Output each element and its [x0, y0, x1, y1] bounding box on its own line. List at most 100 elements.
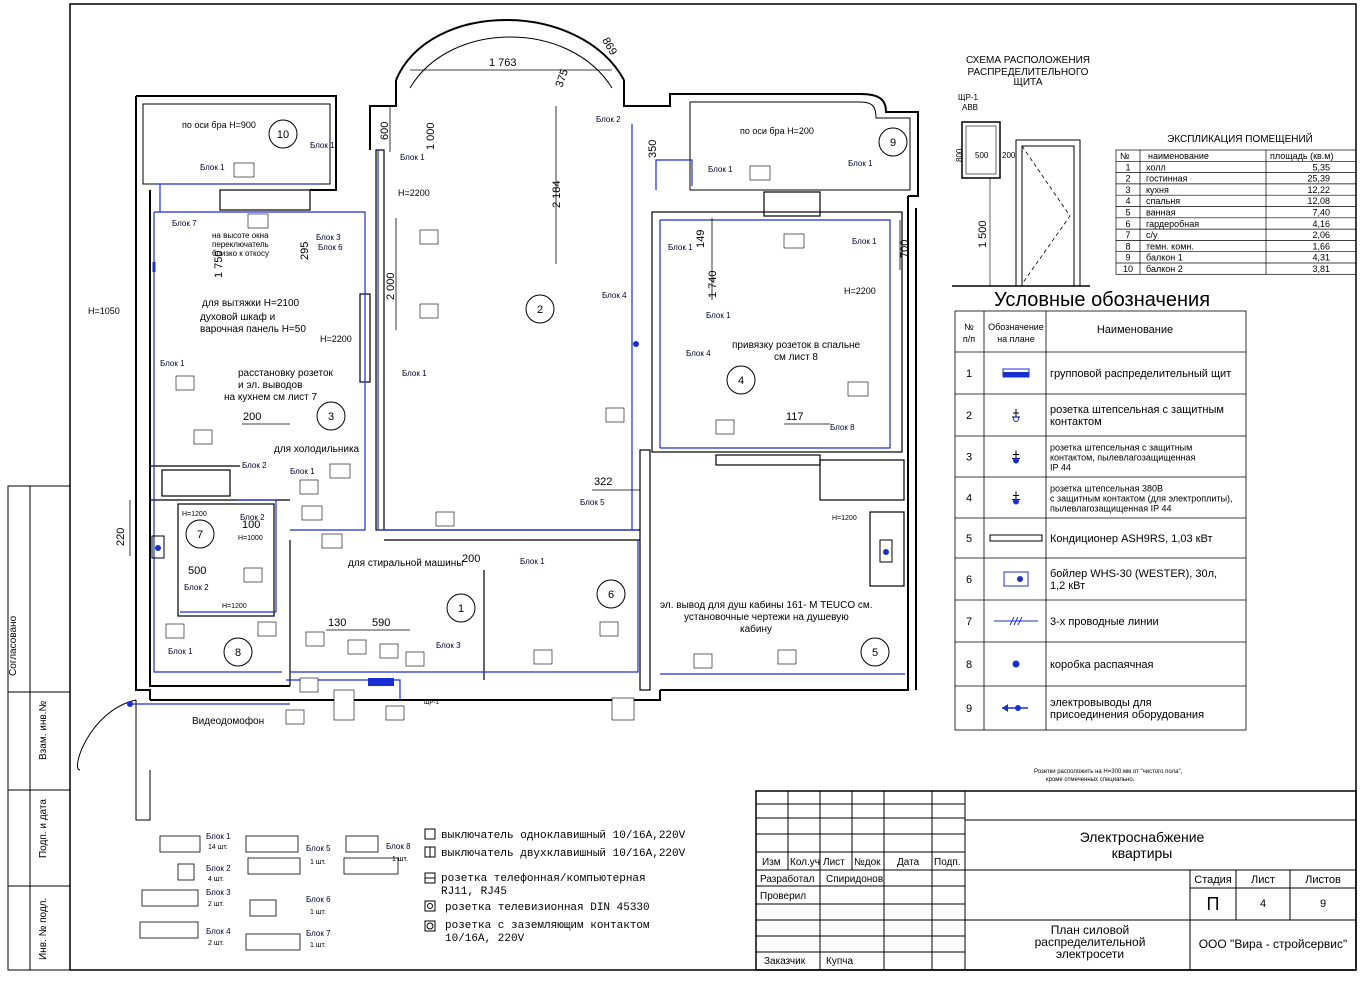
- dim-text: 600: [379, 122, 391, 140]
- title-block: Изм Кол.уч Лист №док Дата Подп. Разработ…: [755, 790, 1357, 971]
- scheme-dim: 500: [975, 151, 989, 160]
- dim-text: 1 763: [489, 57, 517, 69]
- explication-cell-name: гардеробная: [1146, 219, 1199, 229]
- explication-header: площадь (кв.м): [1270, 151, 1333, 161]
- block-tag: Блок 3: [316, 233, 341, 242]
- explication-header: наименование: [1148, 151, 1209, 161]
- legend-row-text: розетка штепсельная 380В: [1050, 484, 1163, 494]
- explication-cell-name: с/у: [1146, 230, 1158, 240]
- plan-note: расстановку розеток: [238, 368, 334, 379]
- height-note: по оси бра Н=200: [740, 126, 814, 136]
- explication-cell-area: 12,22: [1307, 185, 1330, 195]
- socket-ip44-icon: [1012, 450, 1020, 464]
- plan-note: на высоте окна: [212, 231, 269, 240]
- block-legend-label: Блок 1: [206, 832, 231, 841]
- block-legend-qty: 1 шт.: [310, 859, 326, 866]
- block-legend-qty: 1 шт.: [392, 856, 408, 863]
- explication-cell-name: кухня: [1146, 185, 1169, 195]
- panel-outline: [961, 121, 1001, 179]
- height-note: Н=2200: [320, 334, 352, 344]
- legend-row-text: бойлер WHS-30 (WESTER), 30л,: [1050, 568, 1217, 580]
- block-legend-qty: 4 шт.: [208, 876, 224, 883]
- sheet-value: 4: [1260, 898, 1266, 910]
- dim-text: 1 000: [425, 122, 437, 150]
- sheets-label: Листов: [1305, 874, 1341, 886]
- distribution-board-marker: [368, 678, 394, 686]
- tb-col-header: №док: [854, 857, 881, 868]
- floor-plan: 1 2 3 4 5 6 7 8 9 10 1 763 869 375 600 1…: [77, 19, 919, 821]
- grounded-socket-icon: [424, 920, 436, 932]
- height-note: Н=1050: [88, 306, 120, 316]
- legend-row-text: присоединения оборудования: [1050, 709, 1204, 721]
- tb-role: Заказчик: [764, 956, 806, 967]
- tb-col-header: Лист: [823, 857, 845, 868]
- dim-text: 322: [594, 476, 612, 488]
- dim-text: 200: [462, 553, 480, 565]
- air-conditioner-icon: [989, 534, 1043, 542]
- block-tag: Блок 2: [596, 115, 621, 124]
- legend-header: Наименование: [1097, 324, 1173, 336]
- height-note: Н=1200: [222, 603, 247, 610]
- side-stamp: Согласовано Взам. инв.№ Подп. и дата Инв…: [7, 485, 71, 971]
- dim-text: 2 184: [551, 180, 563, 208]
- junction-box-marker: [633, 341, 639, 347]
- explication-cell-number: 6: [1125, 219, 1130, 229]
- legend-row-text: Кондиционер ASH9RS, 1,03 кВт: [1050, 533, 1213, 545]
- explication-cell-area: 25,39: [1307, 174, 1330, 184]
- explication-cell-name: балкон 2: [1146, 264, 1183, 274]
- sheet-title-2: распределительной: [1035, 935, 1146, 949]
- boiler-icon: [151, 535, 165, 559]
- junction-box-icon: [1012, 660, 1020, 668]
- block-tag: Блок 4: [686, 349, 711, 358]
- tb-role: Разработал: [760, 873, 815, 885]
- plan-note: на кухнем см лист 7: [224, 392, 318, 403]
- dim-text: 220: [115, 528, 127, 546]
- stage-value: П: [1207, 894, 1220, 914]
- distribution-scheme: СХЕМА РАСПОЛОЖЕНИЯ РАСПРЕДЕЛИТЕЛЬНОГО ЩИ…: [952, 55, 1090, 287]
- room-3-label: 3: [316, 401, 346, 431]
- svg-text:10: 10: [277, 129, 289, 141]
- block-tag: Блок 2: [240, 513, 265, 522]
- block-tag: Блок 1: [402, 369, 427, 378]
- dim-text: 149: [695, 230, 707, 248]
- svg-text:Розетки расположить на Н=300 м: Розетки расположить на Н=300 мм от "чист…: [1034, 769, 1183, 775]
- height-note: Н=1200: [182, 511, 207, 518]
- legend-row-text: 3-х проводные линии: [1050, 616, 1159, 628]
- block-legend-label: Блок 7: [306, 929, 331, 938]
- legend-row-number: 9: [966, 703, 972, 715]
- company-name: ООО "Вира - стройсервис": [1199, 937, 1348, 951]
- dim-text: 100: [242, 519, 260, 531]
- scheme-title-2: РАСПРЕДЕЛИТЕЛЬНОГО: [968, 67, 1089, 78]
- explication-cell-area: 1,66: [1312, 241, 1330, 251]
- block-tag: Блок 1: [706, 311, 731, 320]
- dim-text: 2 000: [385, 272, 397, 300]
- dim-text: 1 740: [707, 270, 719, 298]
- room-7-label: 7: [185, 519, 215, 549]
- equipment-symbols: [151, 262, 893, 563]
- svg-text:1: 1: [458, 603, 464, 615]
- svg-text:9: 9: [890, 137, 896, 149]
- legend-header: Обозначение: [988, 322, 1044, 332]
- explication-cell-area: 12,08: [1307, 196, 1330, 206]
- tb-col-header: Дата: [897, 857, 920, 868]
- room-10-label: 10: [268, 119, 298, 149]
- switch-legend-text: 10/16А, 220V: [445, 933, 525, 945]
- block-tag: Блок 1: [200, 163, 225, 172]
- dim-text: 700: [899, 240, 911, 258]
- project-title-1: Электроснабжение: [1080, 829, 1205, 845]
- block-tag: Блок 1: [160, 359, 185, 368]
- block-legend-label: Блок 4: [206, 927, 231, 936]
- plan-note: переключатель: [212, 240, 269, 249]
- single-switch-icon: [424, 828, 436, 840]
- legend-row-number: 7: [966, 616, 972, 628]
- legend-row-text: контактом: [1050, 416, 1102, 428]
- socket-380v-icon: [1012, 491, 1020, 505]
- explication-cell-number: 5: [1125, 208, 1130, 218]
- plan-note: и эл. выводов: [238, 380, 302, 391]
- explication-cell-number: 2: [1125, 174, 1130, 184]
- svg-text:6: 6: [608, 589, 614, 601]
- sheet-title-1: План силовой: [1051, 923, 1129, 937]
